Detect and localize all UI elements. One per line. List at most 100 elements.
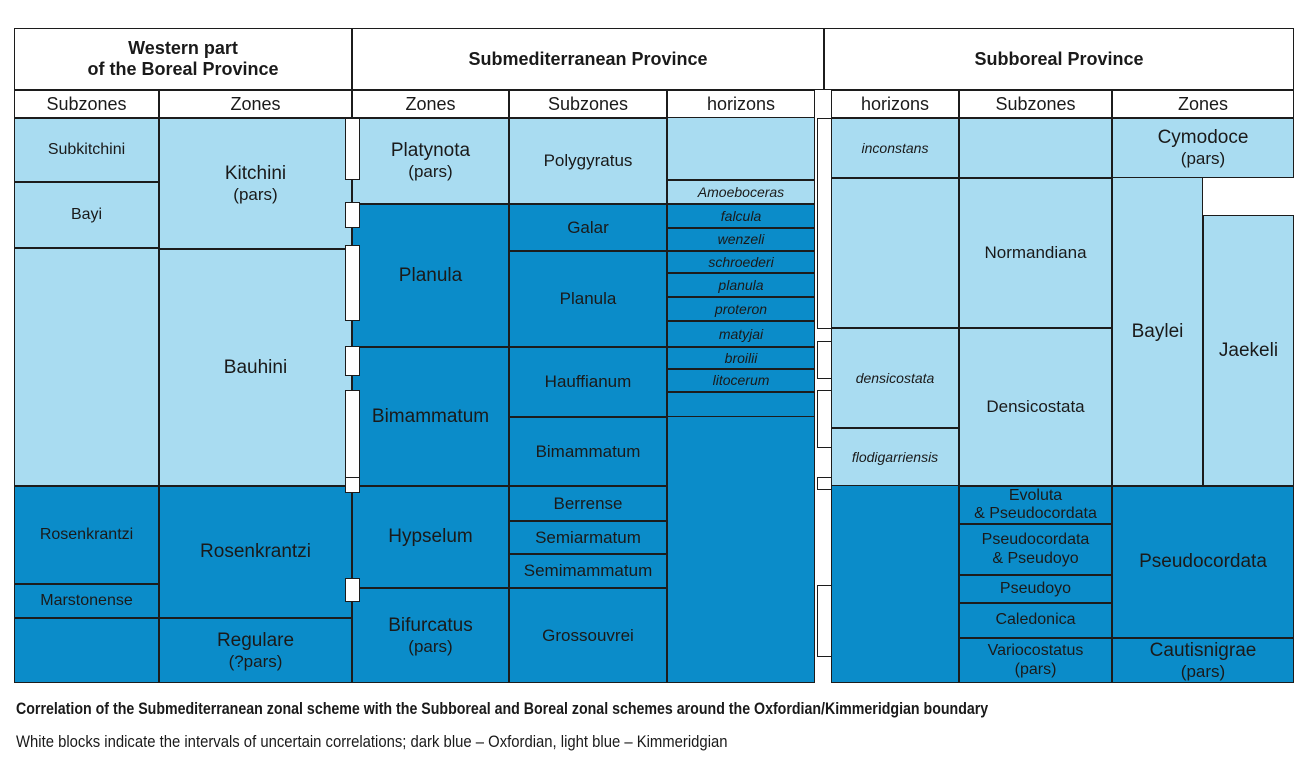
b-sub-marstonense: Marstonense	[14, 584, 159, 618]
s-sub-semiarmatum-line-1: Semiarmatum	[535, 527, 641, 547]
s-zone-bifurcatus-line-1: Bifurcatus	[388, 614, 473, 636]
s-zone-bimammatum-line-1: Bimammatum	[371, 405, 490, 427]
s-hor-amoeboceras-line-1: Amoeboceras	[697, 183, 785, 200]
s-hor-schroederi-line-1: schroederi	[708, 253, 774, 270]
s-sub-grossouvrei: Grossouvrei	[509, 588, 667, 683]
dotted-boundary-horizons	[831, 328, 1081, 329]
subheader-2: Zones	[159, 90, 352, 118]
u-zone-baylei: Baylei	[1112, 178, 1203, 486]
uncertainty-block-left-7	[344, 578, 360, 602]
s-hor-litocerum: litocerum	[667, 369, 815, 392]
u-zone-jaekeli: Jaekeli	[1203, 215, 1294, 486]
b-sub-rosenkrantzi: Rosenkrantzi	[14, 486, 159, 584]
u-hor-upper-blank	[831, 178, 959, 328]
uncertainty-block-left-1	[344, 118, 360, 180]
subheader-2-line-1: Zones	[230, 93, 281, 114]
u-sub-pseudocordata-pseudoyo-line-2: & Pseudoyo	[992, 549, 1079, 567]
b-sub-marstonense-line-1: Marstonense	[40, 591, 133, 609]
header-boreal-line-1: Western part	[128, 38, 238, 59]
u-sub-caledonica: Caledonica	[959, 603, 1112, 638]
uncertainty-block-left-4	[344, 346, 360, 376]
u-zone-pseudocordata-line-1: Pseudocordata	[1139, 551, 1267, 573]
uncertainty-block-left-5	[344, 390, 360, 478]
s-zone-planula-line-1: Planula	[398, 264, 463, 286]
u-zone-cautisnigrae-line-1: Cautisnigrae	[1149, 639, 1257, 661]
u-zone-jaekeli-line-1: Jaekeli	[1218, 339, 1279, 361]
s-hor-planula-line-1: planula	[718, 276, 764, 293]
s-sub-bimammatum-line-1: Bimammatum	[535, 441, 641, 461]
s-sub-polygyratus: Polygyratus	[509, 118, 667, 204]
s-zone-hypselum: Hypselum	[352, 486, 509, 588]
s-zone-platynota: Platynota(pars)	[352, 118, 509, 204]
b-sub-bayi: Bayi	[14, 182, 159, 248]
s-hor-amoeboceras: Amoeboceras	[667, 180, 815, 204]
s-hor-proteron: proteron	[667, 297, 815, 321]
s-zone-bimammatum: Bimammatum	[352, 347, 509, 486]
subheader-4: Subzones	[509, 90, 667, 118]
subheader-3: Zones	[352, 90, 509, 118]
u-sub-densicostata-line-1: Densicostata	[986, 397, 1085, 417]
s-sub-polygyratus-line-1: Polygyratus	[543, 151, 633, 171]
u-hor-flodigarriensis-line-1: flodigarriensis	[851, 448, 939, 465]
s-sub-planula-line-1: Planula	[559, 289, 617, 309]
u-zone-cautisnigrae: Cautisnigrae(pars)	[1112, 638, 1294, 683]
s-hor-lower-blank	[667, 417, 815, 683]
u-sub-densicostata: Densicostata	[959, 328, 1112, 486]
u-zone-cautisnigrae-line-2: (pars)	[1180, 661, 1226, 681]
uncertainty-block-right-2	[816, 341, 832, 379]
caption-title: Correlation of the Submediterranean zona…	[16, 700, 989, 718]
u-zone-cymodoce: Cymodoce(pars)	[1112, 118, 1294, 178]
subheader-1-line-1: Subzones	[46, 93, 127, 114]
u-sub-variocostatus: Variocostatus(pars)	[959, 638, 1112, 683]
u-sub-top-blank	[959, 118, 1112, 178]
b-sub-upper-blank	[14, 248, 159, 486]
subheader-5: horizons	[667, 90, 815, 118]
s-hor-planula: planula	[667, 273, 815, 297]
subheader-3-line-1: Zones	[405, 93, 456, 114]
header-boreal-line-2: of the Boreal Province	[87, 59, 279, 79]
b-zone-kitchini-line-2: (pars)	[233, 184, 278, 204]
uncertainty-block-right-3	[816, 390, 832, 448]
header-subboreal-line-1: Subboreal Province	[974, 48, 1144, 69]
u-hor-densicostata: densicostata	[831, 328, 959, 428]
header-submediterranean-line-1: Submediterranean Province	[468, 48, 708, 69]
s-hor-litocerum-line-1: litocerum	[712, 372, 770, 389]
b-sub-bayi-line-1: Bayi	[70, 205, 103, 223]
b-sub-rosenkrantzi-line-1: Rosenkrantzi	[39, 525, 134, 543]
caption-note: White blocks indicate the intervals of u…	[16, 733, 728, 751]
s-zone-hypselum-line-1: Hypselum	[388, 526, 473, 548]
s-hor-broilii-line-1: broilii	[724, 349, 758, 366]
uncertainty-block-left-3	[344, 245, 360, 321]
u-sub-caledonica-line-1: Caledonica	[995, 611, 1076, 629]
s-hor-schroederi: schroederi	[667, 251, 815, 273]
u-hor-inconstans-line-1: inconstans	[861, 139, 929, 156]
u-sub-pseudocordata-pseudoyo: Pseudocordata& Pseudoyo	[959, 524, 1112, 575]
s-sub-grossouvrei-line-1: Grossouvrei	[542, 625, 634, 645]
b-zone-rosenkrantzi-line-1: Rosenkrantzi	[200, 541, 311, 563]
subheader-8: Zones	[1112, 90, 1294, 118]
s-sub-semimammatum-line-1: Semimammatum	[523, 561, 653, 581]
s-zone-bifurcatus: Bifurcatus(pars)	[352, 588, 509, 683]
subheader-6-line-1: horizons	[860, 93, 930, 114]
u-zone-cymodoce-line-2: (pars)	[1180, 149, 1226, 169]
u-sub-evoluta: Evoluta& Pseudocordata	[959, 486, 1112, 524]
s-sub-berrense: Berrense	[509, 486, 667, 521]
s-sub-hauffianum: Hauffianum	[509, 347, 667, 417]
s-sub-berrense-line-1: Berrense	[553, 493, 623, 513]
u-sub-pseudocordata-pseudoyo-line-1: Pseudocordata	[981, 531, 1090, 549]
u-zone-pseudocordata: Pseudocordata	[1112, 486, 1294, 638]
s-hor-top-blank	[667, 118, 815, 180]
s-hor-proteron-line-1: proteron	[714, 300, 768, 317]
uncertainty-block-right-4	[816, 477, 832, 490]
u-sub-variocostatus-line-2: (pars)	[1014, 660, 1057, 678]
subheader-6: horizons	[831, 90, 959, 118]
s-zone-bifurcatus-line-2: (pars)	[408, 636, 453, 656]
s-sub-bimammatum: Bimammatum	[509, 417, 667, 486]
b-zone-rosenkrantzi: Rosenkrantzi	[159, 486, 352, 618]
s-hor-falcula-line-1: falcula	[720, 207, 762, 224]
subheader-7: Subzones	[959, 90, 1112, 118]
b-zone-regulare-line-2: (?pars)	[228, 651, 283, 671]
b-zone-bauhini-line-1: Bauhini	[223, 356, 288, 378]
s-hor-falcula: falcula	[667, 204, 815, 228]
